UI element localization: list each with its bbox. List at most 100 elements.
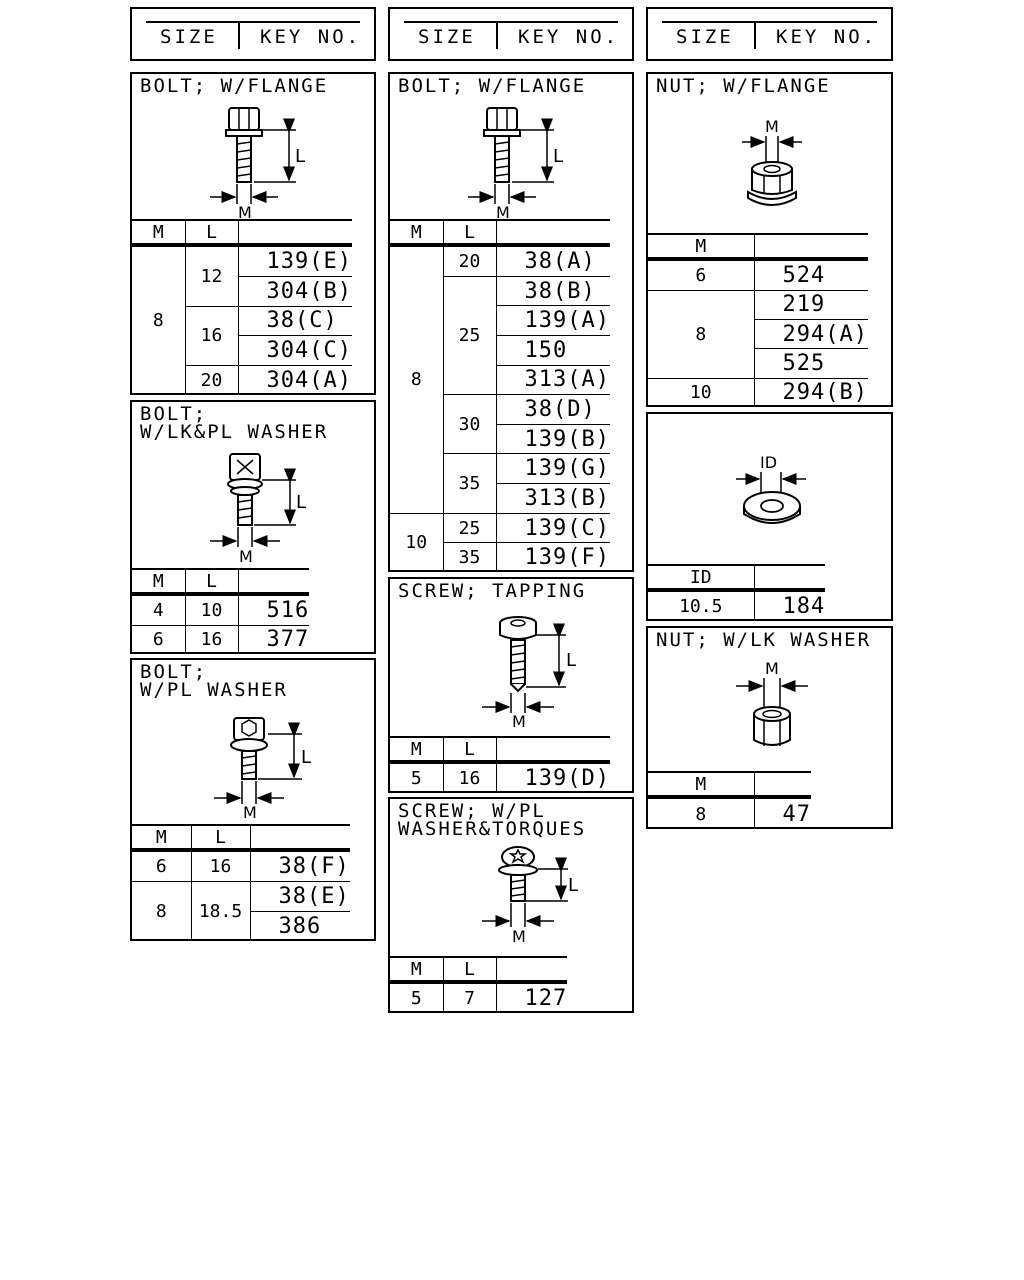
id-value: 10.5 [648, 589, 755, 621]
id-label: ID [760, 453, 777, 472]
l-value: 20 [442, 244, 497, 277]
m-value: 8 [132, 881, 192, 941]
col-m: M [132, 219, 186, 247]
col-m: M [648, 771, 755, 799]
header-divider [496, 21, 498, 49]
key-no: 38(D) [495, 394, 610, 425]
col-m: M [390, 956, 444, 984]
l-value: 25 [442, 512, 497, 544]
key-no: 47 [753, 796, 811, 829]
size-header: SIZE [418, 26, 476, 48]
torx-screw-icon: L M [476, 843, 586, 951]
flange-bolt-icon: L M [202, 102, 312, 220]
m-label: M [765, 659, 779, 678]
washer-bolt-icon: L M [202, 450, 312, 566]
key-no: 304(A) [237, 364, 352, 395]
l-value: 25 [443, 275, 497, 396]
l-value: 10 [184, 593, 239, 626]
key-no: 304(C) [238, 335, 352, 366]
key-no-header: KEY NO. [518, 26, 620, 48]
m-value: 8 [648, 289, 755, 379]
panel-title: BOLT; W/FLANGE [398, 75, 587, 97]
panel-title: NUT; W/LK WASHER [656, 629, 872, 651]
header-rule [404, 21, 618, 23]
key-no: 38(E) [249, 881, 350, 912]
header-divider [754, 21, 756, 49]
l-label: L [301, 747, 311, 768]
l-value: 16 [185, 305, 239, 366]
l-label: L [566, 650, 576, 671]
m-label: M [239, 547, 253, 566]
m-label: M [243, 803, 257, 822]
header-rule [146, 21, 360, 23]
panel-title: BOLT;W/LK&PL WASHER [140, 403, 329, 443]
flange-bolt-icon: L M [460, 102, 570, 220]
key-no: 139(C) [495, 512, 610, 544]
m-value: 8 [132, 244, 186, 395]
m-value: 5 [390, 761, 444, 793]
key-no: 377 [237, 624, 310, 654]
key-no-header: KEY NO. [260, 26, 362, 48]
key-no: 38(B) [495, 275, 610, 307]
l-value: 16 [184, 624, 239, 654]
l-value: 18.5 [190, 881, 251, 941]
m-value: 8 [648, 796, 755, 829]
pl-washer-bolt-icon: L M [208, 714, 320, 826]
key-no: 525 [754, 348, 868, 379]
key-no: 313(A) [496, 364, 610, 396]
m-value: 5 [390, 981, 444, 1013]
col-l: L [442, 219, 497, 247]
key-no: 139(G) [495, 453, 610, 485]
key-no: 294(B) [753, 377, 868, 407]
size-header: SIZE [160, 26, 218, 48]
col-m: M [648, 233, 755, 261]
size-key-header-col2: SIZE KEY NO. [388, 7, 634, 61]
key-no: 139(D) [495, 761, 610, 793]
key-no: 294(A) [754, 318, 868, 350]
l-label: L [296, 492, 306, 513]
l-value: 12 [184, 244, 239, 307]
l-label: L [295, 146, 305, 167]
panel-title: NUT; W/FLANGE [656, 75, 831, 97]
m-value: 10 [390, 512, 444, 572]
col-m: M [390, 736, 444, 764]
key-no: 38(A) [495, 244, 610, 277]
m-label: M [765, 117, 779, 136]
col-id: ID [648, 564, 755, 592]
key-no-header: KEY NO. [776, 26, 878, 48]
size-header: SIZE [676, 26, 734, 48]
col-m: M [132, 568, 186, 596]
col-m: M [132, 824, 192, 852]
m-label: M [496, 203, 510, 220]
key-no: 313(B) [496, 483, 610, 514]
l-value: 30 [443, 394, 497, 455]
m-value: 10 [648, 377, 755, 407]
m-value: 6 [132, 849, 192, 882]
l-value: 35 [443, 542, 497, 572]
m-value: 4 [132, 593, 186, 626]
header-divider [238, 21, 240, 49]
panel-title: BOLT; W/FLANGE [140, 75, 329, 97]
key-no: 524 [753, 258, 868, 291]
key-no: 139(F) [495, 542, 610, 572]
col-l: L [184, 568, 239, 596]
m-label: M [512, 712, 526, 731]
flange-nut-icon: M [722, 114, 822, 214]
key-no: 139(E) [237, 244, 352, 277]
lock-washer-nut-icon: M [722, 658, 822, 758]
panel-title: BOLT;W/PL WASHER [140, 661, 288, 701]
col-m: M [390, 219, 444, 247]
